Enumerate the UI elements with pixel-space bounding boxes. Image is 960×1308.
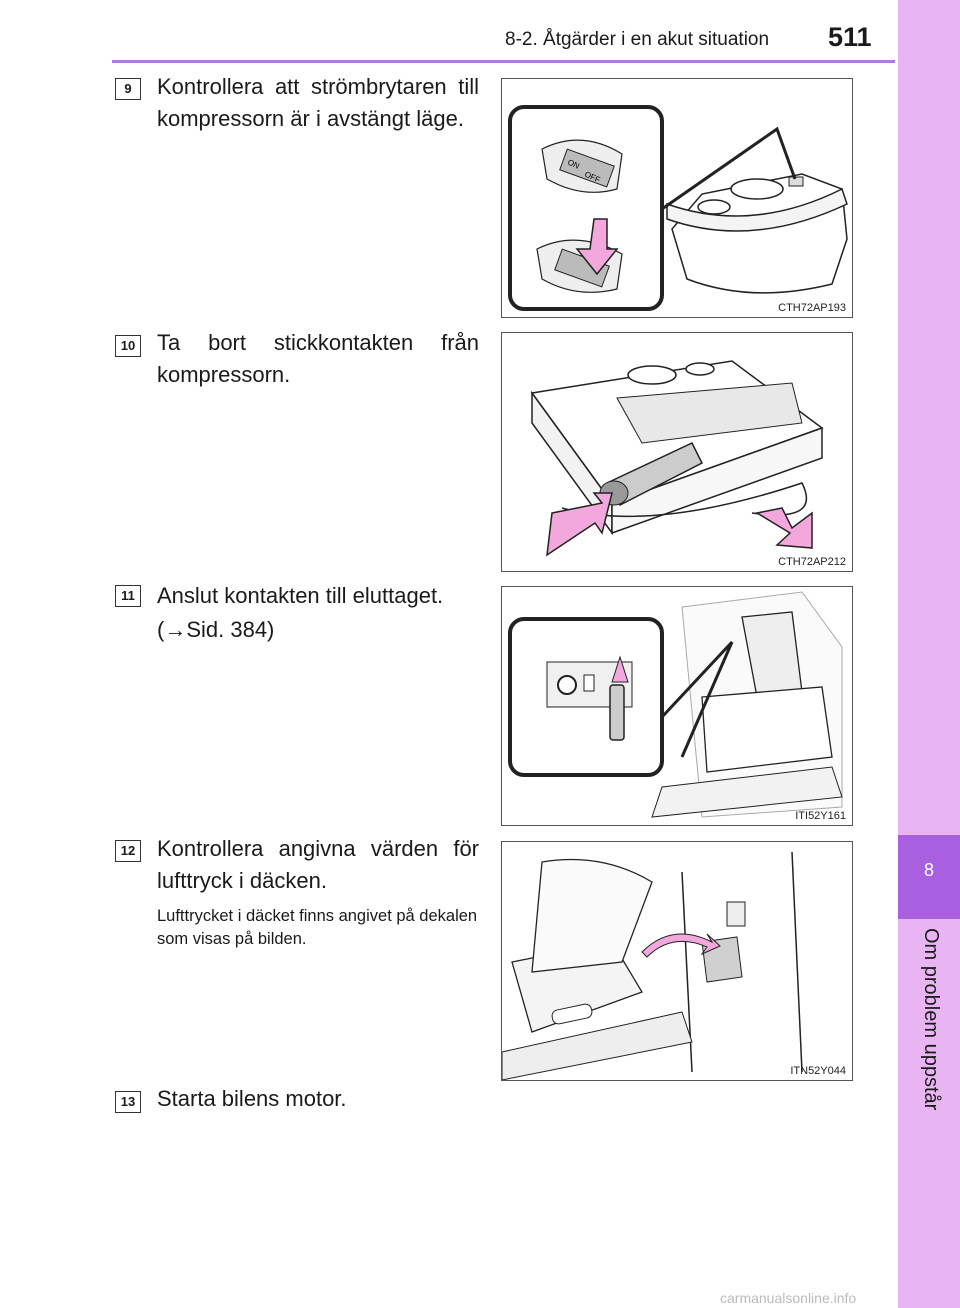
compressor-switch-illustration: ON OFF (508, 105, 848, 311)
connect-outlet-illustration (508, 591, 843, 818)
page-number: 511 (828, 22, 872, 52)
pink-arrow-right (754, 507, 813, 549)
chapter-side-tab (898, 0, 960, 1308)
figure-tire-pressure-label: ITN52Y044 (501, 841, 853, 1081)
step-number-9: 9 (115, 78, 141, 100)
step-number-12: 12 (115, 840, 141, 862)
step-text-12: Kontrollera angivna värden för lufttryck… (157, 836, 479, 893)
step-ref-11: (→Sid. 384) (157, 617, 275, 642)
pink-arrow-down (575, 218, 619, 276)
step-number-13: 13 (115, 1091, 141, 1113)
step-text-10: Ta bort stickkontakten från kompressorn. (157, 330, 479, 387)
step-text-9: Kontrollera att strömbrytaren till kompr… (157, 74, 479, 131)
pink-arrow-curve (641, 933, 721, 958)
chapter-label: Om problem uppstår (920, 928, 942, 1111)
figure-connect-outlet: ITI52Y161 (501, 586, 853, 826)
step-note-12: Lufttrycket i däcket finns angivet på de… (157, 907, 478, 948)
watermark: carmanualsonline.info (720, 1290, 857, 1306)
figure-compressor-switch: ON OFF CTH72AP193 (501, 78, 853, 318)
step-number-11: 11 (115, 585, 141, 607)
figure-code: ITN52Y044 (790, 1065, 846, 1077)
figure-code: ITI52Y161 (795, 810, 846, 822)
figure-code: CTH72AP193 (778, 302, 846, 314)
chapter-number: 8 (923, 860, 934, 880)
tire-pressure-illustration (502, 851, 803, 1080)
figure-code: CTH72AP212 (778, 556, 846, 568)
step-text-13: Starta bilens motor. (157, 1086, 347, 1111)
step-number-10: 10 (115, 335, 141, 357)
figure-remove-plug: CTH72AP212 (501, 332, 853, 572)
pink-arrow-left (546, 492, 613, 557)
header-rule (112, 60, 895, 63)
step-text-11: Anslut kontakten till eluttaget. (157, 583, 444, 608)
running-header-title: 8-2. Åtgärder i en akut situation (505, 29, 770, 50)
remove-plug-illustration (530, 360, 824, 557)
pink-arrow-up (611, 655, 629, 683)
chapter-number-box (898, 835, 960, 919)
